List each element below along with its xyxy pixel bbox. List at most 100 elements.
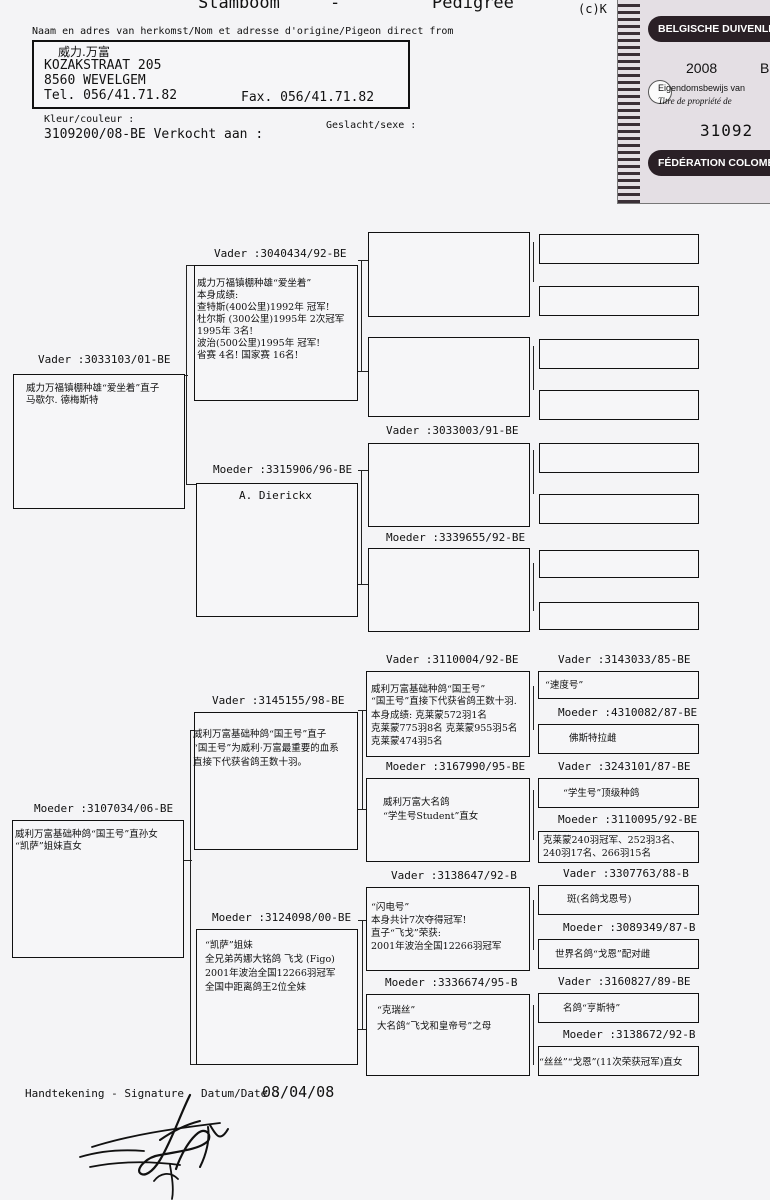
dss-box: 威利万富基础种鸽“国王号” “国王号”直接下代获省鸽王数十羽. 本身成绩: 克莱… — [366, 671, 530, 757]
owner-name: 威力.万富 — [58, 45, 110, 59]
dsss-text: “速度号” — [545, 680, 584, 691]
dds-line-1: “闪电号” — [371, 902, 410, 913]
dsds-label: Vader :3243101/87-BE — [558, 760, 691, 773]
ddds-box: 名鸽“亨斯特” — [538, 993, 699, 1023]
dd-label: Moeder :3124098/00-BE — [212, 911, 352, 924]
ddss-text: 斑(名鸽戈恩号) — [567, 894, 632, 905]
stamp-year-suffix: B — [760, 60, 770, 76]
dsdd-box: 克莱蒙240羽冠军、252羽3名、 240羽17名、266羽15名 — [538, 831, 699, 863]
stamp-line2: Titre de propriété de — [658, 96, 732, 106]
connector-g3-3 — [533, 450, 535, 494]
connector-g3-7 — [533, 900, 535, 950]
title-stamboom: Stamboom — [198, 0, 280, 13]
title-dash: - — [330, 0, 341, 13]
dss-line-1: 威利万富基础种鸽“国王号” — [371, 684, 486, 695]
stamp-year: 2008 — [686, 60, 718, 76]
ownership-certificate: BELGISCHE DUIVENLIEFHE 2008 B Eigendomsb… — [617, 0, 770, 204]
sire-line-1: 威力万福镇棚种雄“爱坐着”直子 — [26, 383, 160, 394]
dsd-box: 威利万富大名鸽 “学生号Student”直女 — [366, 778, 530, 862]
stamp-ring: 31092 — [700, 121, 754, 140]
sdds-box — [539, 550, 699, 578]
sdsd-box — [539, 494, 699, 524]
dsd-label: Moeder :3167990/95-BE — [386, 760, 526, 773]
ss-line-4: 杜尔斯 (300公里)1995年 2次冠军 — [197, 314, 345, 325]
ds-box: 威利万富基础种鸽“国王号”直子 “国王号”为威利·万富最重要的血系 直接下代获省… — [193, 712, 358, 850]
dss-label: Vader :3110004/92-BE — [386, 653, 519, 666]
stamp-line1: Eigendomsbewijs van — [658, 83, 746, 93]
stamp-decorative-border — [618, 0, 640, 203]
dssd-label: Moeder :4310082/87-BE — [558, 706, 698, 719]
ddds-text: 名鸽“亨斯特” — [563, 1003, 621, 1014]
dss-line-4: 克莱蒙775羽8名 克莱蒙955羽5名 — [371, 723, 518, 734]
dds-line-3: 直子“飞戈”荣获: — [371, 928, 441, 939]
connector-g3-1 — [533, 242, 535, 282]
stamp-bottom-band: FÉDÉRATION COLOMBO — [648, 150, 770, 176]
ddds-label: Vader :3160827/89-BE — [558, 975, 691, 988]
owner-box: 威力.万富 KOZAKSTRAAT 205 8560 WEVELGEM Tel.… — [32, 40, 410, 109]
sire-box: 威力万福镇棚种雄“爱坐着”直子 马歇尔. 德梅斯特 — [13, 374, 185, 509]
dd-box: “凯萨”姐妹 全兄弟芮娜大铭鸽 飞戈 (Figo) 2001年波治全国12266… — [196, 929, 358, 1065]
sds-label: Vader :3033003/91-BE — [386, 424, 519, 437]
ss-box: 威力万福镇棚种雄“爱坐着” 本身成绩: 查特斯(400公里)1992年 冠军! … — [194, 265, 358, 401]
signature-label: Handtekening - Signature — [25, 1087, 184, 1100]
connector-dd — [362, 920, 364, 1030]
connector-sire-top — [186, 265, 196, 267]
ddss-box: 斑(名鸽戈恩号) — [538, 885, 699, 915]
sdd-box — [368, 548, 530, 632]
sire-label: Vader :3033103/01-BE — [38, 353, 171, 366]
sddd-box — [539, 602, 699, 630]
date-label: Datum/Date : — [201, 1087, 281, 1100]
dds-label: Vader :3138647/92-B — [391, 869, 517, 882]
dd-line-3: 2001年波治全国12266羽冠军 — [205, 968, 336, 979]
dsd-line-2: “学生号Student”直女 — [383, 811, 479, 822]
dsds-text: “学生号”顶级种鸽 — [563, 788, 640, 799]
connector-ds — [362, 710, 364, 810]
ddd-label: Moeder :3336674/95-B — [385, 976, 518, 989]
sex-label: Geslacht/sexe : — [326, 120, 417, 131]
connector-g3-5 — [533, 686, 535, 730]
stamp-top-band: BELGISCHE DUIVENLIEFHE — [648, 16, 770, 42]
ds-line-3: 直接下代获省鸽王数十羽。 — [193, 757, 308, 768]
dds-line-2: 本身共计7次夺得冠军! — [371, 915, 467, 926]
connector-g3-4 — [533, 563, 535, 611]
dsdd-line-1: 克莱蒙240羽冠军、252羽3名、 — [543, 835, 681, 846]
ddd-line-2: 大名鸽“飞戈和皇帝号”之母 — [377, 1021, 492, 1032]
dsds-box: “学生号”顶级种鸽 — [538, 778, 699, 808]
ddd-line-1: “克瑞丝” — [377, 1005, 416, 1016]
connector-g3-2 — [533, 346, 535, 390]
origin-label: Naam en adres van herkomst/Nom et adress… — [32, 26, 454, 37]
ssdd-box — [539, 390, 699, 420]
connector-dam-mid — [183, 860, 192, 862]
connector-sd — [361, 470, 363, 585]
dd-line-4: 全国中距离鸽王2位全妹 — [205, 982, 307, 993]
dam-line-2: “凯萨”姐妹直女 — [15, 841, 82, 852]
title-pedigree: Pedigree — [432, 0, 514, 13]
ss-line-3: 查特斯(400公里)1992年 冠军! — [197, 302, 330, 313]
ss-label: Vader :3040434/92-BE — [214, 247, 347, 260]
connector-dam-top — [190, 730, 196, 732]
date-value: 08/04/08 — [262, 1083, 335, 1101]
dss-line-3: 本身成绩: 克莱蒙572羽1名 — [371, 710, 487, 721]
ds-label: Vader :3145155/98-BE — [212, 694, 345, 707]
dssd-box: 佛斯特拉雌 — [538, 724, 699, 754]
stamp-hole-icon — [648, 80, 672, 104]
connector-dam — [190, 730, 192, 1065]
dss-line-5: 克莱蒙474羽5名 — [371, 736, 443, 747]
connector-ss-b — [358, 371, 368, 373]
ds-line-1: 威利万富基础种鸽“国王号”直子 — [193, 729, 327, 740]
ds-line-2: “国王号”为威利·万富最重要的血系 — [193, 743, 339, 754]
connector-dam-bottom — [190, 1064, 198, 1066]
sss-box — [368, 232, 530, 317]
owner-city: 8560 WEVELGEM — [44, 73, 146, 88]
ssd-box — [368, 337, 530, 417]
dddd-box: “丝丝”“戈恩”(11次荣获冠军)直女 — [538, 1046, 699, 1076]
dd-line-1: “凯萨”姐妹 — [205, 940, 253, 951]
connector-sd-a — [358, 470, 368, 472]
dds-line-4: 2001年波治全国12266羽冠军 — [371, 941, 502, 952]
ssss-box — [539, 234, 699, 264]
sssd-box — [539, 286, 699, 316]
dam-box: 威利万富基础种鸽“国王号”直孙女 “凯萨”姐妹直女 — [12, 820, 184, 958]
connector-sire-mid — [183, 375, 188, 377]
dam-line-1: 威利万富基础种鸽“国王号”直孙女 — [15, 829, 158, 840]
ddd-box: “克瑞丝” 大名鸽“飞戈和皇帝号”之母 — [366, 994, 530, 1076]
